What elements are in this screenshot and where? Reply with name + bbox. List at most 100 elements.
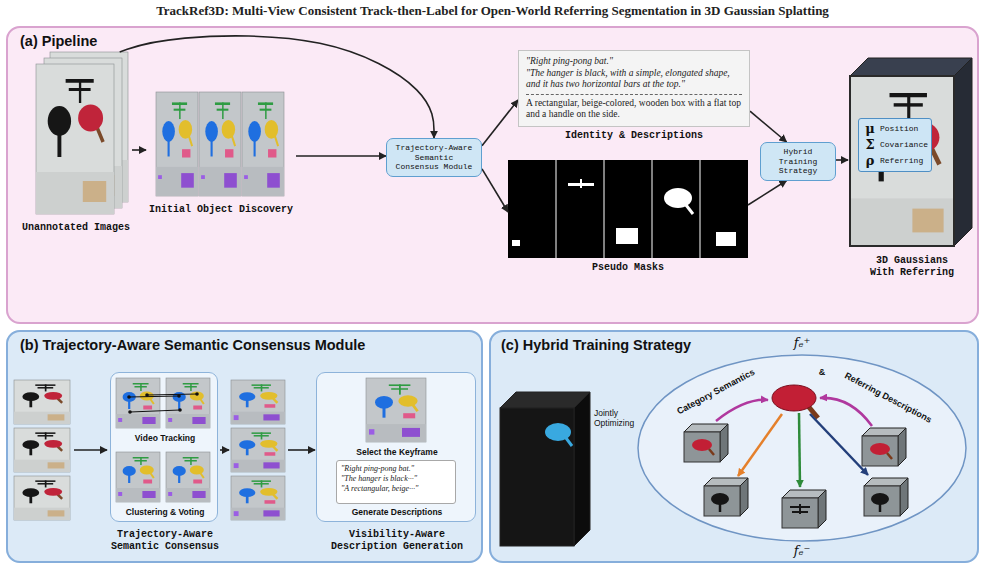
illustration-rect [143, 406, 152, 410]
step-label: Generate Descriptions [317, 507, 477, 517]
ellipse-outline [638, 355, 966, 541]
illustration-line [275, 136, 278, 146]
connector-arrow [482, 169, 508, 212]
scene-image [850, 76, 954, 246]
image-caption: Pseudo Masks [508, 262, 748, 274]
illustration-circle [195, 392, 199, 396]
camera-cube [782, 490, 826, 528]
illustration-rect [156, 167, 198, 196]
illustration-rect [850, 76, 954, 246]
module-label: Hybrid Training Strategy [765, 147, 831, 176]
illustration-rect [224, 173, 237, 188]
illustration-ellipse [260, 440, 277, 448]
greek-symbol: ρ [863, 153, 877, 169]
illustration-rect [231, 412, 285, 424]
illustration-rect [168, 418, 172, 422]
illustration-line [58, 494, 62, 498]
illustration-polygon [954, 58, 972, 246]
illustration-rect [193, 480, 202, 484]
illustration-rect [79, 79, 81, 103]
illustration-ellipse [205, 121, 218, 142]
illustration-rect [366, 424, 426, 442]
illustration-ellipse [78, 105, 103, 132]
scene-image [231, 476, 285, 520]
illustration-rect [156, 92, 198, 196]
illustration-ellipse [179, 120, 192, 139]
attribute-box: μPositionΣCovarianceρReferring [858, 118, 932, 172]
illustration-rect [190, 383, 192, 391]
panel-ground [6, 330, 483, 563]
scene-image [14, 476, 70, 520]
panel-heading: (a) Pipeline [20, 33, 97, 50]
scene-image [116, 452, 160, 502]
scene-image [36, 64, 114, 214]
illustration-rect [704, 486, 740, 516]
illustration-line [288, 449, 315, 451]
illustration-rect [684, 432, 720, 462]
illustration-rect [268, 149, 276, 157]
illustration-ellipse [22, 488, 39, 497]
box-ground [110, 372, 218, 522]
illustration-rect [862, 436, 898, 466]
illustration-polygon [740, 478, 748, 516]
illustration-line [189, 136, 192, 146]
illustration-ellipse [239, 488, 255, 497]
illustration-rect [403, 413, 415, 418]
illustration-rect [263, 510, 279, 516]
illustration-rect [231, 380, 285, 424]
anchor-object [772, 385, 816, 411]
step-label: Select the Keyframe [317, 447, 477, 457]
illustration-line [220, 449, 229, 451]
illustration-circle [178, 408, 182, 412]
ellipse-outline [637, 354, 967, 542]
scene-image [366, 378, 426, 442]
panel: (c) Hybrid Training Strategyfₑ⁺Category … [489, 330, 979, 563]
illustration-polygon [900, 478, 908, 516]
illustration-line [273, 398, 277, 402]
panel: (a) PipelineUnannotated ImagesInitial Ob… [6, 26, 979, 324]
illustration-rect [158, 175, 162, 179]
illustration-rect [140, 383, 142, 391]
illustration-rect [225, 149, 233, 157]
illustration-rect [265, 102, 267, 119]
scene-image [242, 92, 284, 196]
illustration-rect [912, 209, 943, 233]
illustration-line [150, 399, 154, 404]
illustration-rect [500, 408, 574, 546]
scene-image [166, 452, 210, 502]
scene-image [14, 428, 70, 472]
illustration-rect [116, 488, 160, 502]
connector-arrow [750, 111, 787, 142]
illustration-rect [142, 491, 155, 498]
panel: (b) Trajectory-Aware Semantic Consensus … [6, 330, 483, 563]
illustration-rect [14, 412, 70, 424]
illustration-rect [264, 452, 275, 456]
illustration-line [413, 405, 418, 411]
illustration-rect [261, 432, 263, 439]
illustration-line [232, 136, 235, 146]
illustration-rect [234, 463, 239, 468]
box-ground [316, 372, 476, 522]
illustration-polygon [850, 58, 972, 76]
illustration-circle [128, 410, 132, 414]
illustration-rect [166, 378, 210, 428]
illustration-rect [14, 380, 70, 424]
illustration-rect [45, 480, 47, 487]
illustration-rect [234, 511, 239, 516]
illustration-ellipse [260, 488, 277, 496]
module-box: Select the KeyframeGenerate Descriptions… [316, 372, 476, 522]
illustration-rect [48, 414, 65, 420]
scene-image [116, 378, 160, 428]
description-text: "A rectangular, beige···" [341, 484, 451, 494]
panel-heading: (c) Hybrid Training Strategy [501, 337, 691, 354]
illustration-rect [116, 414, 160, 428]
image-caption: Unannotated Images [16, 222, 136, 234]
feature-symbol: fₑ⁺ [785, 335, 819, 350]
illustration-rect [166, 414, 210, 428]
illustration-line [273, 446, 277, 450]
illustration-rect [261, 480, 263, 487]
connector-arrow [748, 181, 787, 206]
scene-image [156, 92, 198, 196]
illustration-line [709, 449, 714, 455]
